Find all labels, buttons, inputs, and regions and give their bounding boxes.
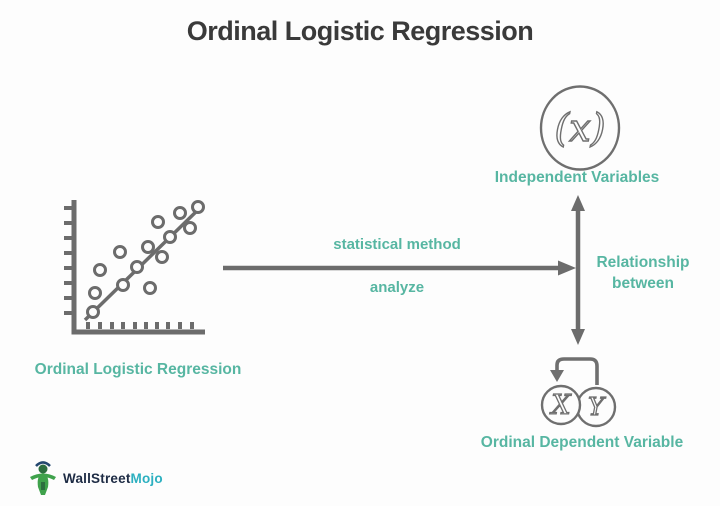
independent-variables-label: Independent Variables (494, 169, 660, 186)
relationship-line1: Relationship (596, 254, 690, 271)
right-arrow-icon (223, 260, 576, 276)
wallstreetmojo-logo: WallStreetMojo (28, 460, 163, 496)
flow-bottom-label: analyze (369, 279, 425, 296)
flow-top-label: statistical method (333, 236, 461, 253)
x-glyph: (x) (554, 106, 605, 150)
logo-text: WallStreetMojo (63, 471, 163, 486)
scatter-label: Ordinal Logistic Regression (34, 361, 242, 378)
dependent-variable-label: Ordinal Dependent Variable (480, 434, 684, 451)
independent-variables-icon: (x) (539, 85, 621, 171)
dependent-variable-icon: X Y (540, 357, 617, 428)
relationship-label: Relationship between (592, 252, 694, 294)
relationship-line2: between (611, 275, 674, 292)
page-title: Ordinal Logistic Regression (186, 16, 534, 46)
y-letter-glyph: Y (588, 393, 606, 421)
logo-wallstreet: WallStreet (63, 470, 131, 486)
logo-mojo: Mojo (130, 470, 163, 486)
scatter-plot-icon (64, 200, 205, 335)
vertical-double-arrow-icon (571, 195, 585, 345)
x-letter-glyph: X (549, 390, 572, 421)
bull-icon (30, 461, 56, 495)
